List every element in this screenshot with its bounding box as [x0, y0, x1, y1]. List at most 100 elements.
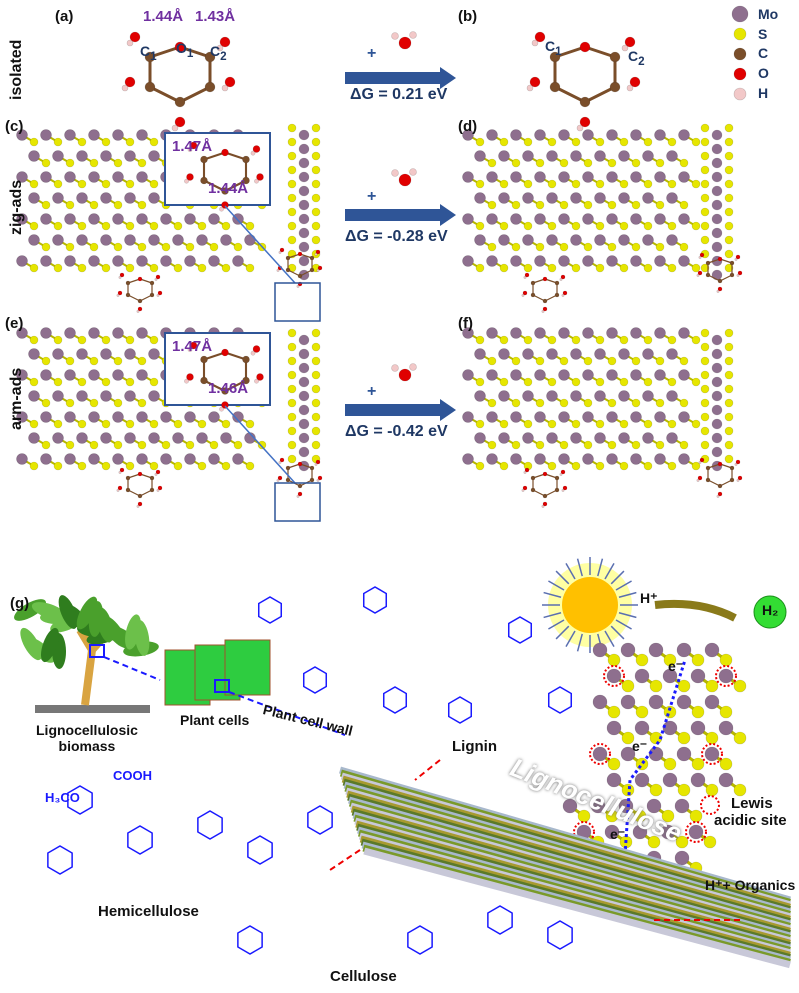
panel-label-a: (a)	[55, 8, 74, 25]
adsorbed-glucose-bond	[532, 294, 546, 302]
zig-lattice-d-s	[571, 137, 581, 147]
adsorbed-glucose-bond	[139, 278, 153, 284]
zig-lattice-c-mo	[40, 255, 52, 267]
zig-side-d-s	[700, 151, 710, 161]
h-atom	[391, 364, 399, 372]
zig-lattice-d-mo	[462, 213, 474, 225]
zig-side-d-s	[724, 221, 734, 231]
zig-lattice-c-s	[149, 179, 159, 189]
zig-lattice-d-mo	[678, 129, 690, 141]
zig-side-c-mo	[298, 129, 310, 141]
zig-lattice-c-s	[221, 263, 231, 273]
arm-side-e-s	[287, 328, 297, 338]
h-atom	[409, 363, 417, 371]
flake-mo	[704, 694, 720, 710]
legend-swatch	[731, 5, 749, 23]
inset-molecule-hydrogen	[184, 378, 189, 384]
zig-lattice-c-mo	[76, 192, 88, 204]
adsorbed-glucose-oxygen	[697, 270, 703, 276]
flake-mo	[704, 642, 720, 658]
flake-mo	[718, 772, 734, 788]
glucose-isolated-atom	[174, 96, 186, 108]
zig-side-d-mo	[711, 227, 723, 239]
zig-lattice-c-s	[29, 221, 39, 231]
flake-s	[649, 679, 663, 693]
zig-lattice-d-s	[643, 263, 653, 273]
arm-lattice-f-mo	[534, 411, 546, 423]
inset-molecule-bond	[224, 379, 247, 392]
arm-lattice-e-s	[197, 461, 207, 471]
arm-lattice-f-mo	[606, 453, 618, 465]
adsorbed-glucose-atom	[542, 493, 548, 499]
adsorbed-glucose-oxygen	[317, 265, 323, 271]
sun-icon	[562, 577, 618, 633]
inset-molecule-oxygen	[189, 341, 198, 350]
flake-mo	[562, 798, 578, 814]
zig-lattice-d-mo	[678, 255, 690, 267]
zig-lattice-d-mo	[582, 255, 594, 267]
arm-lattice-f-s	[607, 398, 617, 408]
adsorbed-glucose-oxygen	[560, 469, 566, 475]
arm-lattice-f-s	[511, 398, 521, 408]
flake-s	[635, 653, 649, 667]
sun-ray	[576, 558, 583, 577]
arm-lattice-e-mo	[52, 390, 64, 402]
arm-side-e-mo	[298, 446, 310, 458]
product-isolated-oxygen	[534, 31, 546, 43]
adsorbed-glucose-bond	[719, 479, 733, 487]
zoom-arrow	[228, 691, 346, 736]
water-molecule	[398, 36, 412, 50]
glucose-isolated-atom	[174, 41, 186, 53]
flake-s	[577, 809, 591, 823]
arm-side-e-s	[311, 440, 321, 450]
arm-lattice-e-mo	[148, 348, 160, 360]
arm-side-f-s	[700, 384, 710, 394]
adsorbed-glucose-hydrogen	[296, 284, 300, 288]
zig-lattice-d-mo	[534, 213, 546, 225]
h-atom	[391, 169, 399, 177]
arm-lattice-f-s	[511, 356, 521, 366]
flake-s	[633, 809, 647, 823]
arm-lattice-e-s	[113, 398, 123, 408]
arm-lattice-e-s	[113, 440, 123, 450]
zig-side-d-s	[724, 137, 734, 147]
zig-lattice-c-mo	[124, 150, 136, 162]
zig-lattice-d-mo	[534, 171, 546, 183]
adsorbed-glucose-atom	[137, 276, 143, 282]
sun-ray	[610, 570, 625, 585]
arm-side-f-mo	[711, 348, 723, 360]
flake-s	[677, 783, 691, 797]
adsorbed-glucose-bond	[139, 294, 153, 302]
adsorbed-glucose-atom	[542, 276, 548, 282]
zig-lattice-c-mo	[148, 234, 160, 246]
product-isolated-atom	[609, 51, 621, 63]
arm-lattice-f-mo	[534, 453, 546, 465]
adsorbed-glucose-bond	[532, 489, 546, 497]
arm-side-e-s	[287, 384, 297, 394]
zig-side-c-s	[311, 235, 321, 245]
adsorbed-glucose-hydrogen	[541, 309, 545, 313]
arm-lattice-e-mo	[100, 348, 112, 360]
flake-s	[663, 653, 677, 667]
inset-molecule-bond	[224, 151, 247, 161]
arm-lattice-f-mo	[594, 432, 606, 444]
adsorbed-glucose-bond	[532, 473, 546, 479]
arm-lattice-f-s	[679, 356, 689, 366]
adsorbed-glucose-oxygen	[315, 459, 321, 465]
adsorbed-glucose-oxygen	[522, 485, 528, 491]
product-isolated-atom	[549, 81, 561, 93]
arm-lattice-e-s	[149, 419, 159, 429]
zig-lattice-c-mo	[112, 171, 124, 183]
zig-side-c-s	[311, 221, 321, 231]
arm-lattice-f-mo	[486, 369, 498, 381]
arm-lattice-e-mo	[172, 432, 184, 444]
zig-side-c-mo	[298, 185, 310, 197]
adsorbed-glucose-oxygen	[562, 290, 568, 296]
atom-label-b-c2: C2	[628, 48, 645, 68]
adsorbed-glucose-atom	[542, 471, 548, 477]
arm-lattice-f-s	[619, 419, 629, 429]
zig-lattice-d-s	[499, 137, 509, 147]
zig-lattice-d-s	[535, 200, 545, 210]
bond-length-e1: 1.47Å	[172, 338, 213, 355]
